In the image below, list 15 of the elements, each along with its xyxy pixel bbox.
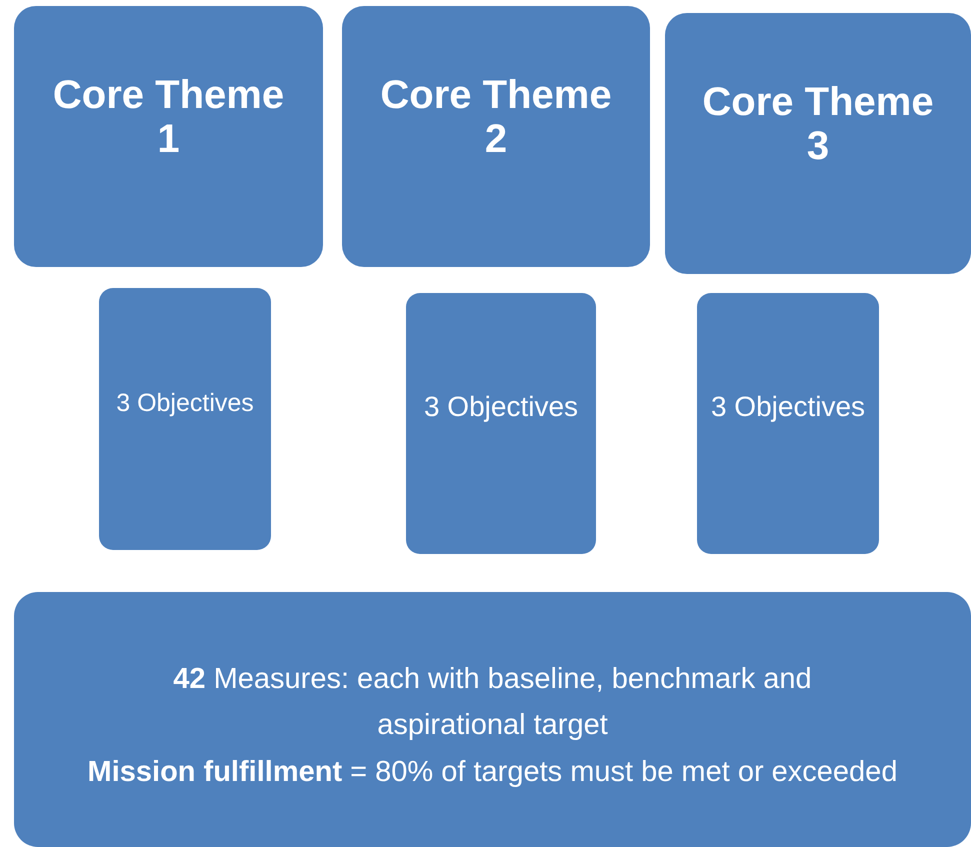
objective-box [697, 293, 879, 554]
measures-box [14, 592, 971, 847]
measures-text: Mission fulfillment = 80% of targets must be met or exceeded [88, 754, 898, 790]
objective-label: 3 Objectives [424, 391, 578, 424]
objective-box [99, 288, 271, 550]
theme-title: Core Theme 1 [52, 72, 286, 160]
theme-box [14, 6, 323, 267]
objective-label: 3 Objectives [116, 388, 254, 418]
objective-box [406, 293, 596, 554]
theme-box [665, 13, 971, 274]
measures-text: 42 Measures: each with baseline, benchmark and aspirational target [172, 662, 813, 744]
theme-title: Core Theme 3 [701, 80, 935, 168]
theme-title: Core Theme 2 [379, 72, 613, 160]
theme-box [342, 6, 650, 267]
objective-label: 3 Objectives [710, 391, 866, 424]
